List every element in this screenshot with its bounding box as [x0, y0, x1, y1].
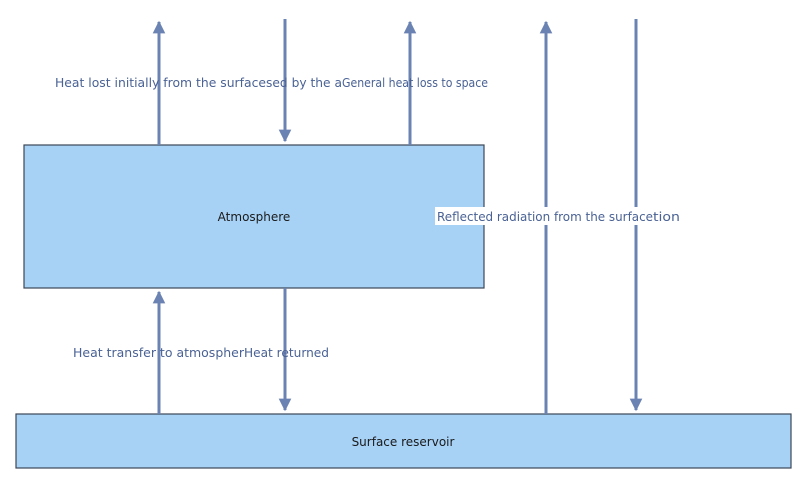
incoming-radiation-label: tion: [653, 210, 680, 224]
heat-transfer-to-atmosphere-label: Heat transfer to atmospher: [73, 346, 244, 360]
heat-returned-label: Heat returned: [244, 346, 329, 360]
atmosphere-label: Atmosphere: [218, 210, 291, 224]
surface-reservoir-box: [15, 413, 792, 469]
reflected-radiation-label: Reflected radiation from the surface: [437, 210, 653, 224]
absorbed-by-atmosphere-label: sed by the a: [266, 76, 342, 90]
atmosphere-box: [23, 144, 485, 289]
surface-reservoir-label: Surface reservoir: [352, 435, 455, 449]
heat-lost-initially-label: Heat lost initially from the surface: [55, 76, 266, 90]
reflected-radiation-label-bg: [435, 207, 681, 225]
general-heat-loss-label: General heat loss to space: [342, 76, 488, 90]
